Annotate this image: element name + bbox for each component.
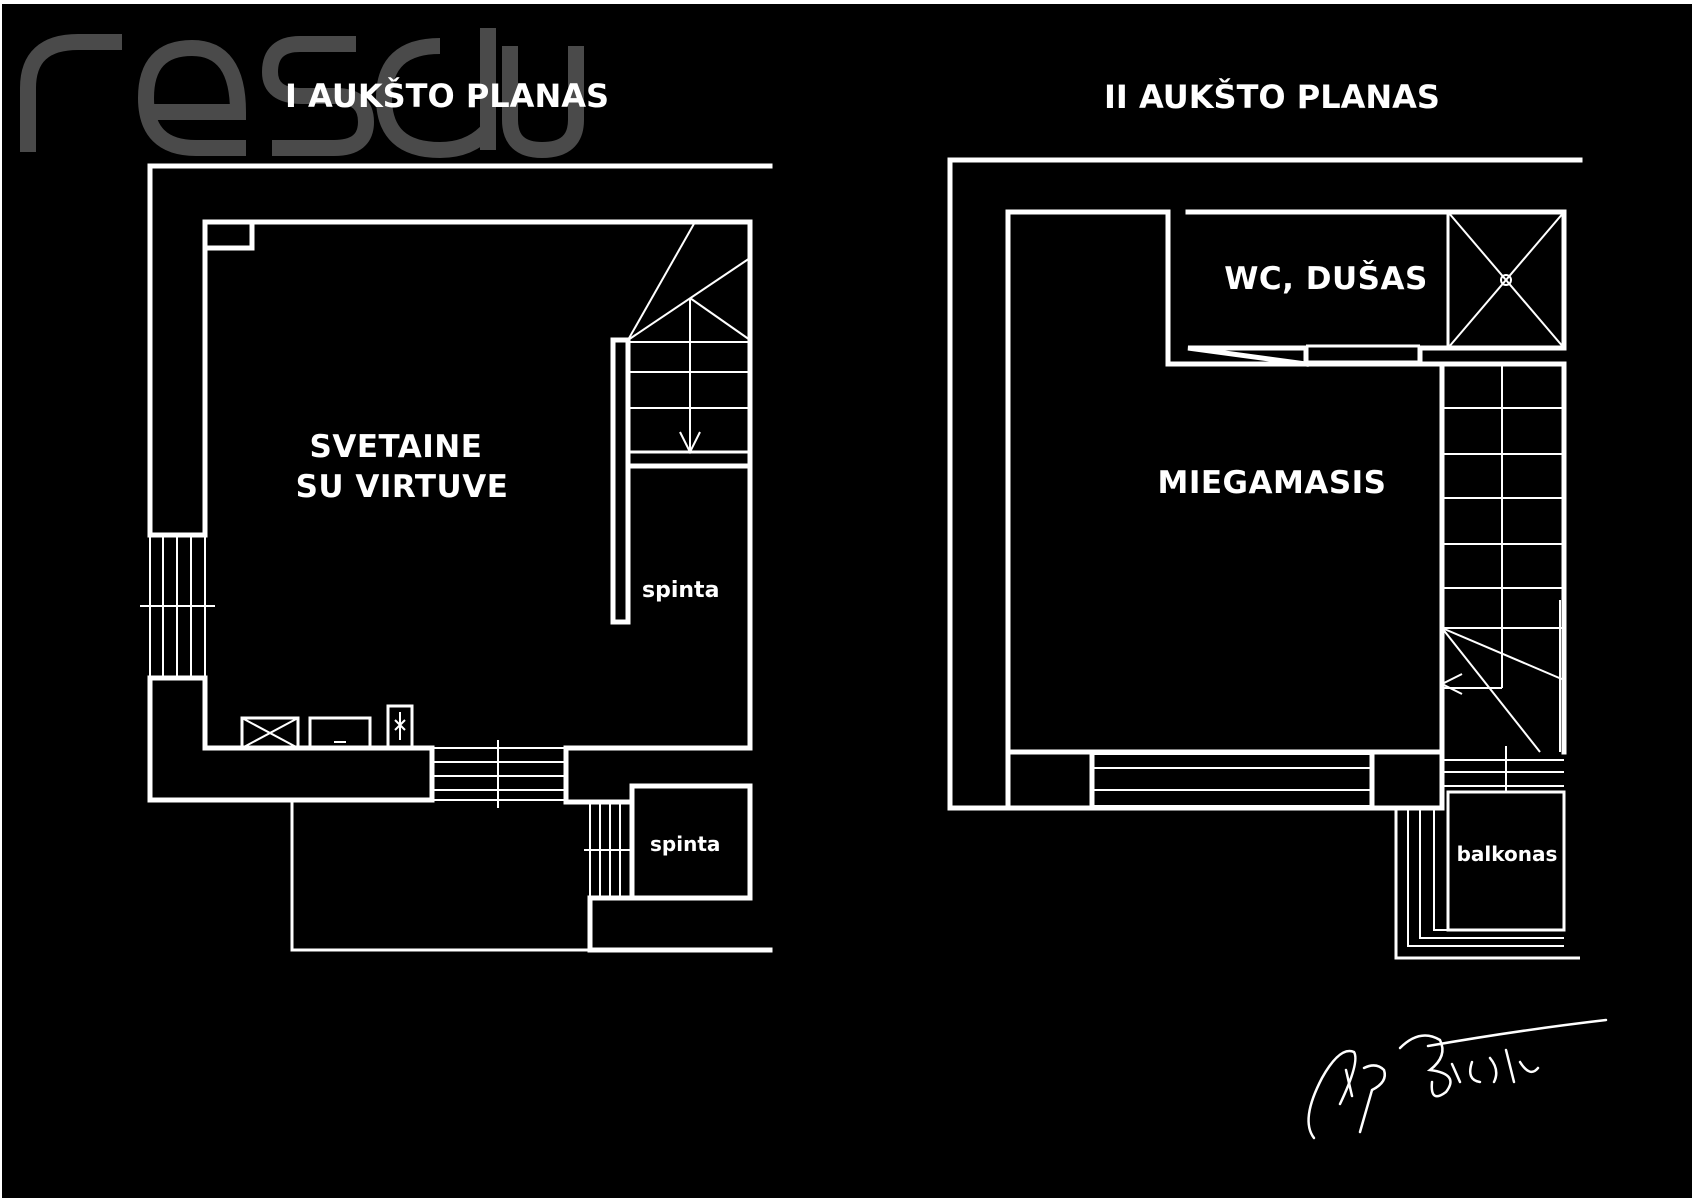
floor2-plan (947, 157, 1583, 960)
living-room-label-line1: SVETAINE (310, 429, 483, 465)
floor1-plan (140, 163, 773, 953)
floor1-window-bottom (432, 740, 566, 808)
closet-right-label: spinta (642, 578, 719, 603)
floor1-window-left (140, 535, 215, 678)
shower (1446, 211, 1565, 349)
floor1-small-stair (584, 802, 632, 898)
floor2-title: II AUKŠTO PLANAS (1104, 77, 1440, 116)
living-room-label-line2: SU VIRTUVE (296, 469, 509, 505)
wc-shower-label: WC, DUŠAS (1224, 260, 1428, 297)
floor1-title: I AUKŠTO PLANAS (285, 76, 609, 115)
closet-bottom-label: spinta (650, 832, 720, 856)
resolu-logo (20, 28, 584, 159)
balcony-label: balkonas (1457, 842, 1558, 866)
kitchen-fixtures (240, 704, 414, 750)
bedroom-label: MIEGAMASIS (1157, 465, 1386, 501)
floor2-staircase (1439, 364, 1565, 753)
plan-board (2, 4, 1692, 1198)
floor1-staircase (610, 221, 753, 625)
balcony (1394, 790, 1580, 960)
signature-mark (1307, 1018, 1608, 1140)
